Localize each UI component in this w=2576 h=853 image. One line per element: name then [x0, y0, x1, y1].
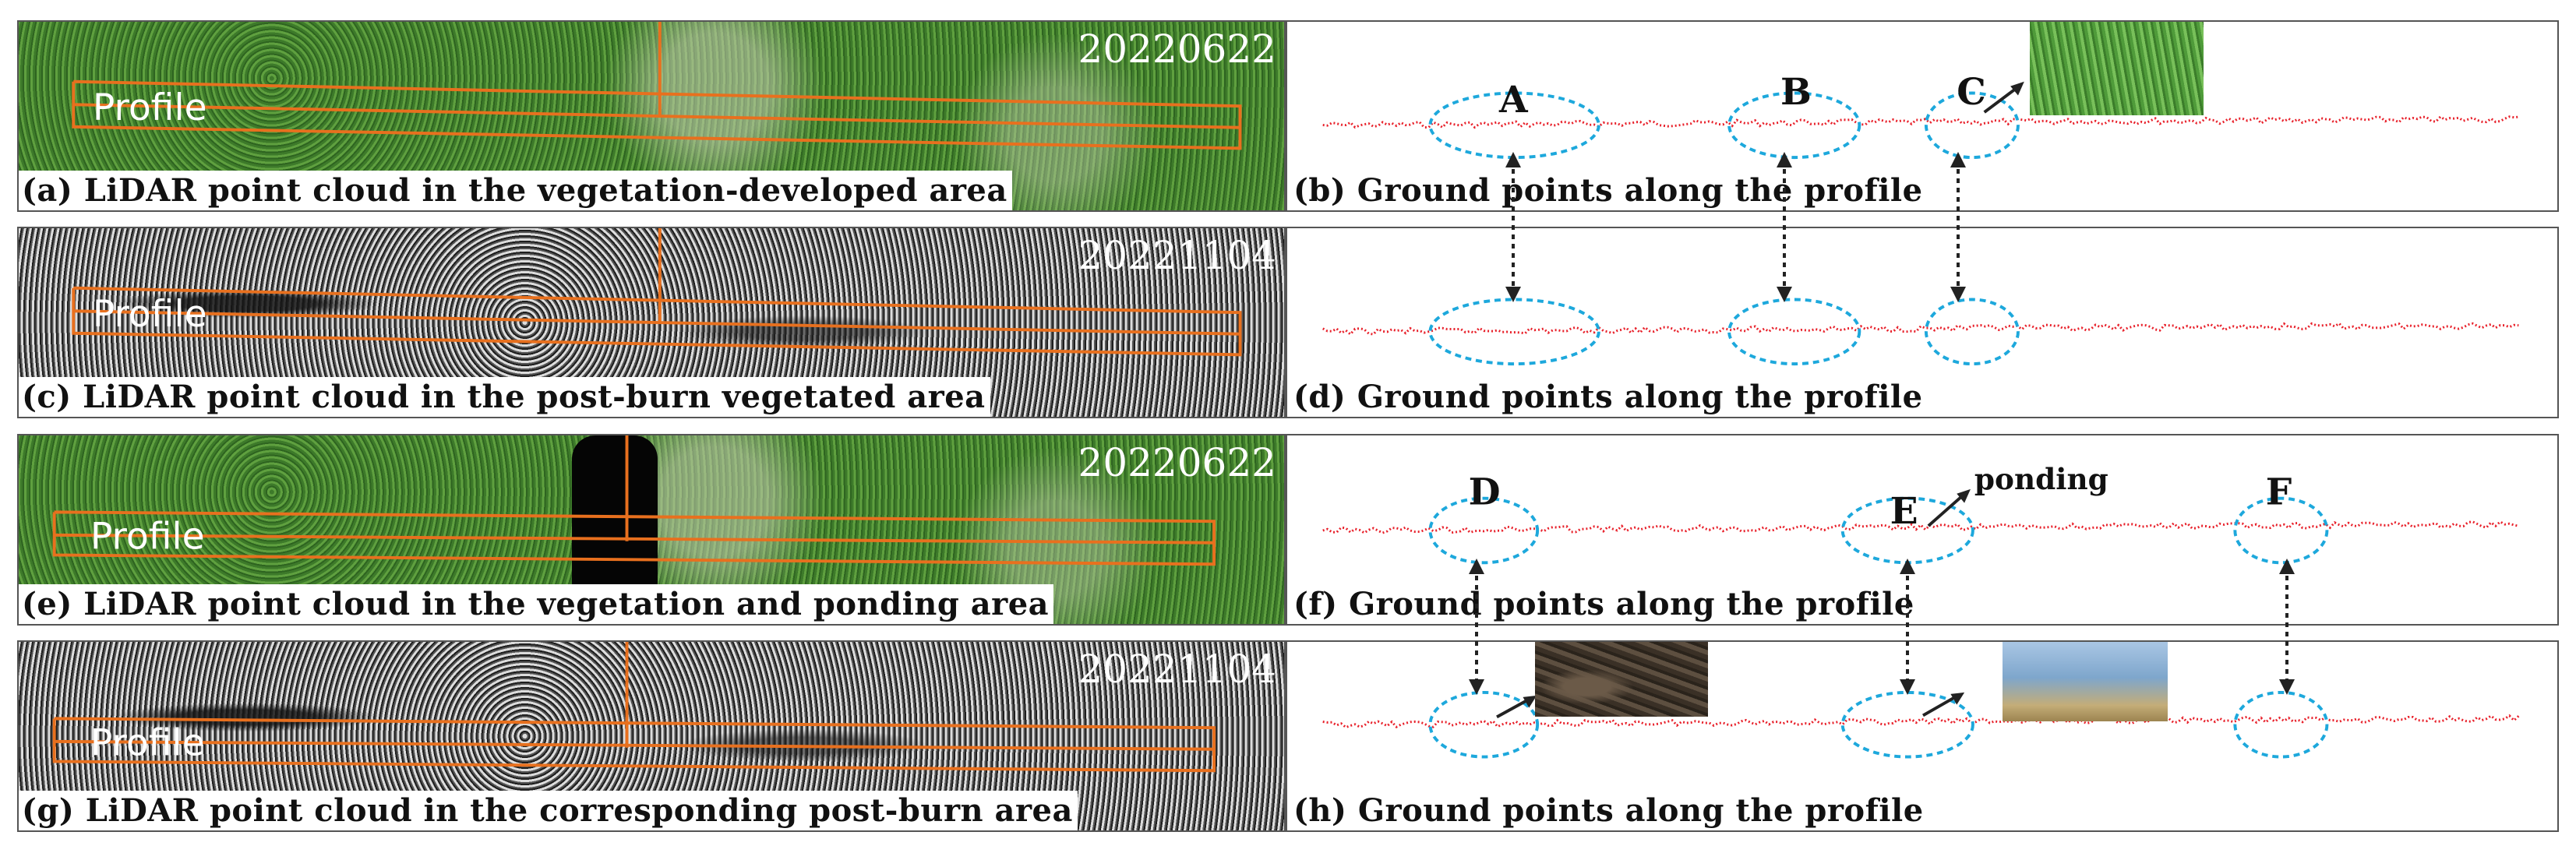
ellipse-c [1924, 298, 2020, 366]
ground-points-profile [1322, 298, 2519, 366]
ellipse-a [1428, 298, 1600, 366]
panel-caption: (b) Ground points along the profile [1290, 171, 1928, 210]
profile-outline: Profile [72, 22, 1242, 150]
panel-caption: (e) LiDAR point cloud in the vegetation … [19, 584, 1054, 624]
label-d: D [1469, 471, 1501, 514]
photo-grass [2030, 22, 2204, 115]
panel-h: (h) Ground points along the profile [1286, 640, 2559, 832]
label-e: E [1890, 490, 1918, 533]
arrow-soil [1496, 699, 1529, 719]
panel-b: A B C (b) Ground points along the profil… [1286, 20, 2559, 212]
panel-f: D E F ponding (f) Ground points along th… [1286, 434, 2559, 626]
profile-label: Profile [93, 86, 207, 129]
ellipse-f [2233, 690, 2329, 759]
ellipse-b [1727, 298, 1861, 366]
ground-points [1322, 322, 2519, 337]
panel-caption: (f) Ground points along the profile [1290, 584, 1919, 624]
profile-label: Profile [90, 722, 205, 765]
profile-label: Profile [93, 293, 207, 336]
arrow-ponding [1927, 495, 1963, 527]
panel-caption: (a) LiDAR point cloud in the vegetation-… [19, 171, 1012, 210]
label-a: A [1498, 79, 1529, 122]
label-c: C [1957, 71, 1986, 114]
date-label: 20220622 [1078, 440, 1277, 485]
panel-caption: (c) LiDAR point cloud in the post-burn v… [19, 377, 990, 417]
date-label: 20221104 [1078, 233, 1277, 278]
panel-e: Profile 20220622 (e) LiDAR point cloud i… [17, 434, 1286, 626]
photo-soil [1535, 642, 1708, 717]
panel-a: Profile 20220622 (a) LiDAR point cloud i… [17, 20, 1286, 212]
ground-points [1322, 115, 2519, 129]
panel-c: Profile 20221104 (c) LiDAR point cloud i… [17, 227, 1286, 418]
panel-d: (d) Ground points along the profile [1286, 227, 2559, 418]
ground-points [1322, 714, 2520, 729]
panel-g: Profile 20221104 (g) LiDAR point cloud i… [17, 640, 1286, 832]
label-b: B [1780, 71, 1812, 114]
label-f: F [2266, 471, 2292, 514]
ellipse-c [1924, 91, 2020, 160]
date-label: 20221104 [1078, 647, 1277, 692]
profile-outline: Profile [52, 435, 1216, 566]
panel-caption: (d) Ground points along the profile [1290, 377, 1928, 417]
ellipse-f [2233, 496, 2329, 565]
profile-label: Profile [90, 516, 205, 559]
ground-points-profile: A B C [1322, 71, 2519, 160]
ellipse-a [1428, 91, 1600, 160]
ellipse-b [1727, 91, 1861, 160]
ellipse-e [1840, 690, 1974, 759]
panel-caption: (g) LiDAR point cloud in the correspondi… [19, 791, 1078, 830]
profile-outline: Profile [52, 642, 1216, 773]
arrow-water [1922, 696, 1957, 717]
ground-points [1322, 520, 2519, 534]
profile-outline: Profile [72, 228, 1242, 357]
ponding-annotation: ponding [1974, 462, 2108, 496]
arrow-c [1983, 87, 2017, 114]
photo-water [2003, 642, 2168, 721]
panel-caption: (h) Ground points along the profile [1290, 791, 1928, 830]
date-label: 20220622 [1078, 26, 1277, 72]
